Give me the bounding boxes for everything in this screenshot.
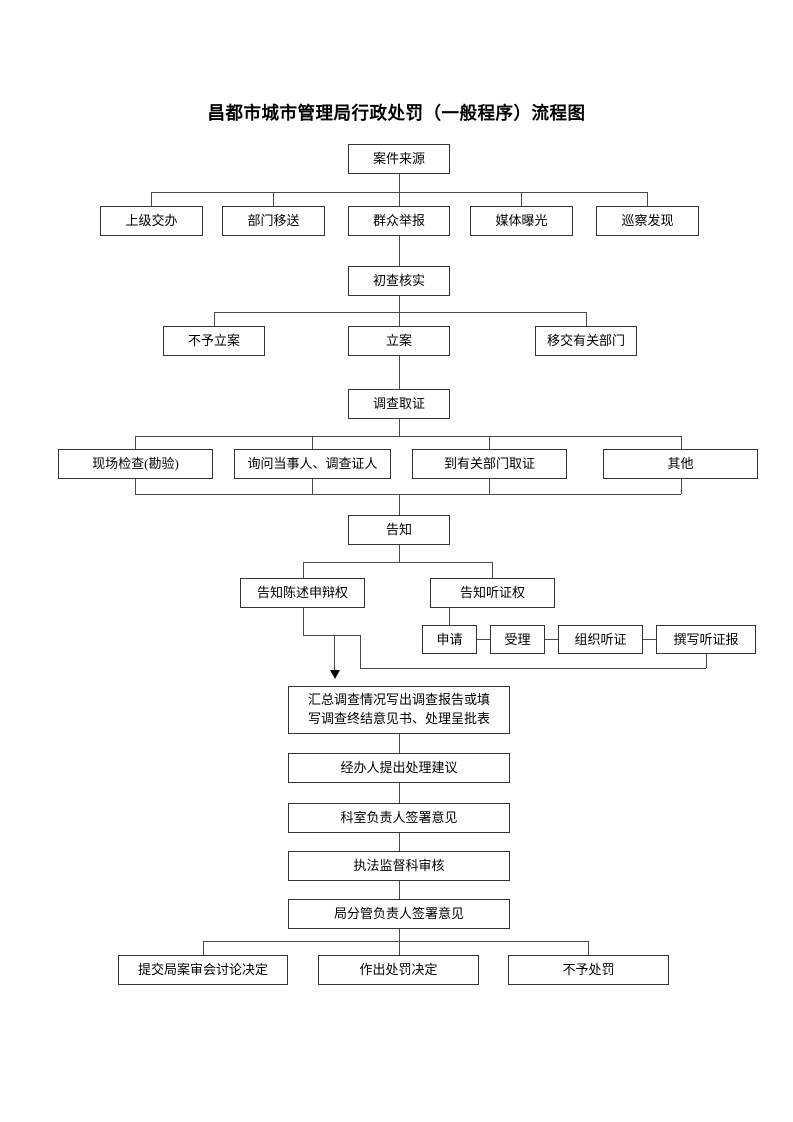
connector-method-up-3 bbox=[489, 479, 490, 494]
node-review-outcome-2[interactable]: 立案 bbox=[348, 326, 450, 356]
connector-to-summary bbox=[334, 635, 335, 673]
connector-row1-drop-4 bbox=[521, 192, 522, 206]
summary-report-line-1: 汇总调查情况写出调查报告或填 bbox=[307, 692, 490, 708]
connector-method-up-2 bbox=[312, 479, 313, 494]
connector-row2-drop-3 bbox=[586, 312, 587, 326]
node-source-option-3[interactable]: 群众举报 bbox=[348, 206, 450, 236]
connector-row1-drop-3 bbox=[399, 192, 400, 206]
connector-supervision-to-bureau-leader bbox=[399, 881, 400, 899]
connector-notification-down bbox=[399, 545, 400, 562]
connector-hearing-report-down bbox=[706, 654, 707, 668]
connector-final-drop-2 bbox=[399, 941, 400, 955]
node-summary-report[interactable]: 汇总调查情况写出调查报告或填 写调查终结意见书、处理呈批表 bbox=[288, 686, 510, 734]
node-source-option-2[interactable]: 部门移送 bbox=[222, 206, 325, 236]
connector-row6-drop-right bbox=[492, 562, 493, 578]
node-hearing-step-4[interactable]: 撰写听证报 bbox=[656, 625, 756, 654]
connector-section-head-to-supervision bbox=[399, 833, 400, 851]
node-hearing-step-1[interactable]: 申请 bbox=[422, 625, 477, 654]
node-case-source[interactable]: 案件来源 bbox=[348, 144, 450, 174]
connector-row1-drop-5 bbox=[647, 192, 648, 206]
connector-statement-merge-bus bbox=[303, 635, 360, 636]
connector-bureau-leader-down bbox=[399, 929, 400, 941]
node-final-outcome-2[interactable]: 作出处罚决定 bbox=[318, 955, 479, 985]
connector-row6-drop-left bbox=[303, 562, 304, 578]
connector-row13-bus bbox=[203, 941, 588, 942]
node-notification-branch-1[interactable]: 告知陈述申辩权 bbox=[240, 578, 365, 608]
node-review-outcome-3[interactable]: 移交有关部门 bbox=[535, 326, 637, 356]
connector-row2-bus bbox=[214, 312, 586, 313]
connector-hearing-3-4 bbox=[643, 639, 656, 640]
node-investigation-method-4[interactable]: 其他 bbox=[603, 449, 758, 479]
node-section-head-opinion[interactable]: 科室负责人签署意见 bbox=[288, 803, 510, 833]
connector-hearing-return-up bbox=[360, 635, 361, 668]
connector-hearing-return-bus bbox=[360, 668, 706, 669]
node-investigation-method-1[interactable]: 现场检查(勘验) bbox=[58, 449, 213, 479]
connector-hearing-2-3 bbox=[545, 639, 558, 640]
connector-row2-drop-2 bbox=[399, 312, 400, 326]
connector-summary-to-proposal bbox=[399, 734, 400, 753]
connector-row4-drop-2 bbox=[312, 436, 313, 449]
node-notification[interactable]: 告知 bbox=[348, 515, 450, 545]
page-title: 昌都市城市管理局行政处罚（一般程序）流程图 bbox=[207, 103, 586, 123]
connector-row1-drop-2 bbox=[273, 192, 274, 206]
connector-hearing-1-2 bbox=[477, 639, 490, 640]
connector-row4-bus bbox=[135, 436, 681, 437]
node-source-option-5[interactable]: 巡察发现 bbox=[596, 206, 699, 236]
connector-row6-bus bbox=[303, 562, 493, 563]
summary-report-line-2: 写调查终结意见书、处理呈批表 bbox=[307, 711, 490, 726]
node-investigation[interactable]: 调查取证 bbox=[348, 389, 450, 419]
connector-row1-drop-1 bbox=[151, 192, 152, 206]
node-preliminary-review[interactable]: 初查核实 bbox=[348, 266, 450, 296]
connector-row2-drop-1 bbox=[214, 312, 215, 326]
connector-case-source-down bbox=[399, 174, 400, 192]
connector-row5-merge-bus bbox=[135, 494, 681, 495]
node-final-outcome-1[interactable]: 提交局案审会讨论决定 bbox=[118, 955, 288, 985]
node-source-option-1[interactable]: 上级交办 bbox=[100, 206, 203, 236]
connector-hearing-right-down bbox=[449, 608, 450, 625]
node-review-outcome-1[interactable]: 不予立案 bbox=[163, 326, 265, 356]
connector-method-up-1 bbox=[135, 479, 136, 494]
node-bureau-leader-opinion[interactable]: 局分管负责人签署意见 bbox=[288, 899, 510, 929]
connector-row4-drop-1 bbox=[135, 436, 136, 449]
node-supervision-review[interactable]: 执法监督科审核 bbox=[288, 851, 510, 881]
connector-method-up-4 bbox=[681, 479, 682, 494]
node-handler-proposal[interactable]: 经办人提出处理建议 bbox=[288, 753, 510, 783]
connector-proposal-to-section-head bbox=[399, 783, 400, 803]
node-final-outcome-3[interactable]: 不予处罚 bbox=[508, 955, 669, 985]
node-investigation-method-3[interactable]: 到有关部门取证 bbox=[412, 449, 567, 479]
connector-to-preliminary-review bbox=[399, 236, 400, 266]
node-notification-branch-2[interactable]: 告知听证权 bbox=[430, 578, 555, 608]
node-source-option-4[interactable]: 媒体曝光 bbox=[470, 206, 573, 236]
connector-to-investigation bbox=[399, 356, 400, 389]
connector-to-notification bbox=[399, 494, 400, 515]
connector-final-drop-3 bbox=[588, 941, 589, 955]
connector-statement-right-down bbox=[303, 608, 304, 635]
node-hearing-step-2[interactable]: 受理 bbox=[490, 625, 545, 654]
connector-preliminary-down bbox=[399, 296, 400, 312]
node-hearing-step-3[interactable]: 组织听证 bbox=[558, 625, 643, 654]
connector-row4-drop-4 bbox=[681, 436, 682, 449]
connector-final-drop-1 bbox=[203, 941, 204, 955]
arrow-head-to-summary bbox=[330, 670, 340, 679]
connector-row4-drop-3 bbox=[489, 436, 490, 449]
connector-investigation-down bbox=[399, 419, 400, 436]
node-investigation-method-2[interactable]: 询问当事人、调查证人 bbox=[234, 449, 391, 479]
